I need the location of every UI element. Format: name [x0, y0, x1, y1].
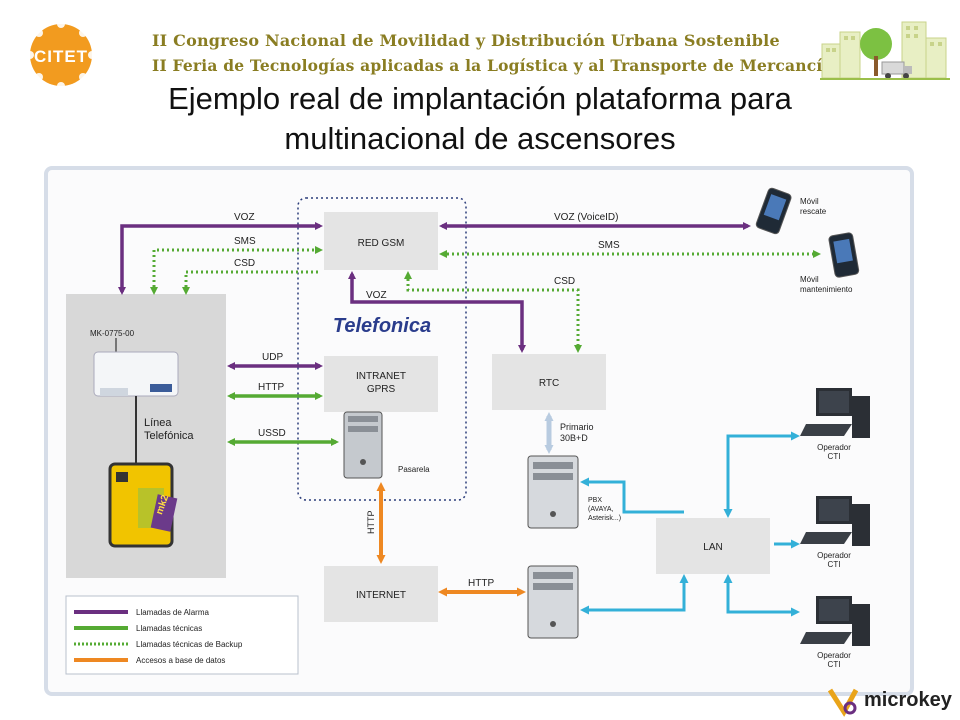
intranet-gprs-node — [324, 356, 438, 412]
legend-item-alarma: Llamadas de Alarma — [136, 608, 209, 617]
phone-mant-label-1: Móvil — [800, 275, 819, 284]
phone-rescate-label-1: Móvil — [800, 197, 819, 206]
legend: Llamadas de Alarma Llamadas técnicas Lla… — [74, 608, 243, 665]
legend-item-backup: Llamadas técnicas de Backup — [136, 640, 243, 649]
phone-rescate-label-2: rescate — [800, 207, 827, 216]
slide-title-line2: multinacional de ascensores — [284, 121, 676, 156]
citet-logo-petals — [30, 24, 92, 86]
tree-icon — [860, 28, 892, 60]
operator-1-label-1: Operador — [817, 443, 851, 452]
operator-3-icon — [800, 596, 870, 646]
primario-label-1: Primario — [560, 422, 594, 432]
linea-label-2: Telefónica — [144, 430, 194, 442]
link-csd-left — [182, 270, 320, 295]
rtc-label: RTC — [539, 378, 559, 389]
alarm-device-icon: mk2 — [108, 462, 178, 548]
link-ussd-label: USSD — [258, 428, 286, 439]
link-sms-left — [150, 246, 323, 295]
operator-2-icon — [800, 496, 870, 546]
operator-1-label-2: CTI — [828, 452, 841, 461]
database-server-icon — [527, 565, 579, 639]
pbx-label-2: (AVAYA, — [588, 506, 614, 513]
phone-mant-label-2: mantenimiento — [800, 285, 853, 294]
lan-label: LAN — [703, 542, 722, 553]
operator-3-label-2: CTI — [828, 660, 841, 669]
link-voz-left — [118, 222, 323, 295]
link-csd-rtc-label: CSD — [554, 276, 575, 287]
operator-1-icon — [800, 388, 870, 438]
link-udp-label: UDP — [262, 352, 283, 363]
pbx-server-icon — [527, 455, 579, 529]
internet-node — [324, 566, 438, 622]
link-voz-left-label: VOZ — [234, 212, 255, 223]
header-line1: II Congreso Nacional de Movilidad y Dist… — [152, 31, 780, 50]
link-lan-op1 — [723, 431, 800, 518]
legend-item-db: Accesos a base de datos — [136, 656, 225, 665]
link-voz-rtc-label: VOZ — [366, 290, 387, 301]
operator-2-label-1: Operador — [817, 551, 851, 560]
citet-logo: CITET — [26, 20, 96, 90]
internet-label: INTERNET — [356, 590, 406, 601]
link-http-vertical-label: HTTP — [366, 511, 376, 535]
slide-title-line1: Ejemplo real de implantación plataforma … — [168, 81, 792, 116]
link-http-left-label: HTTP — [258, 382, 284, 393]
link-sms-left-label: SMS — [234, 236, 256, 247]
telefonica-logo: Telefonica — [333, 315, 431, 337]
city-logo — [820, 21, 950, 80]
rtc-node — [492, 354, 606, 410]
link-csd-left-label: CSD — [234, 258, 255, 269]
device-model-label: MK-0775-00 — [90, 329, 135, 338]
linea-label-1: Línea — [144, 417, 172, 429]
phone-rescate-icon — [755, 187, 792, 235]
link-lan-op3 — [723, 574, 800, 617]
red-gsm-node — [324, 212, 438, 270]
truck-icon — [881, 61, 912, 79]
pasarela-server-icon — [343, 411, 383, 479]
architecture-diagram: MK-0775-00 Línea Telefónica mk2 RED GSM … — [44, 166, 914, 696]
operator-2-label-2: CTI — [828, 560, 841, 569]
microkey-logo-mark — [827, 688, 859, 717]
pbx-label-3: Asterisk...) — [588, 515, 621, 522]
link-lan-db — [580, 574, 689, 615]
legend-item-tecnicas: Llamadas técnicas — [136, 624, 202, 633]
citet-logo-text: CITET — [34, 47, 88, 66]
link-lan-pbx — [580, 477, 684, 514]
header-line2: II Feria de Tecnologías aplicadas a la L… — [152, 56, 842, 75]
intranet-label-1: INTRANET — [356, 371, 406, 382]
link-http-bottom-label: HTTP — [468, 578, 494, 589]
pasarela-label: Pasarela — [398, 465, 430, 474]
intranet-label-2: GPRS — [367, 384, 396, 395]
link-sms-right-label: SMS — [598, 240, 620, 251]
link-csd-rtc — [404, 271, 582, 353]
red-gsm-label: RED GSM — [358, 238, 405, 249]
link-voz-voiceid-label: VOZ (VoiceID) — [554, 212, 618, 223]
microkey-logo-text: microkey — [864, 689, 953, 711]
operator-3-label-1: Operador — [817, 651, 851, 660]
pbx-label-1: PBX — [588, 497, 602, 504]
primario-label-2: 30B+D — [560, 433, 588, 443]
gprs-modem-icon — [93, 351, 179, 397]
lan-node — [656, 518, 770, 574]
phone-mantenimiento-icon — [828, 232, 860, 278]
microkey-logo: microkey — [827, 688, 953, 717]
telefonica-region — [297, 197, 467, 501]
